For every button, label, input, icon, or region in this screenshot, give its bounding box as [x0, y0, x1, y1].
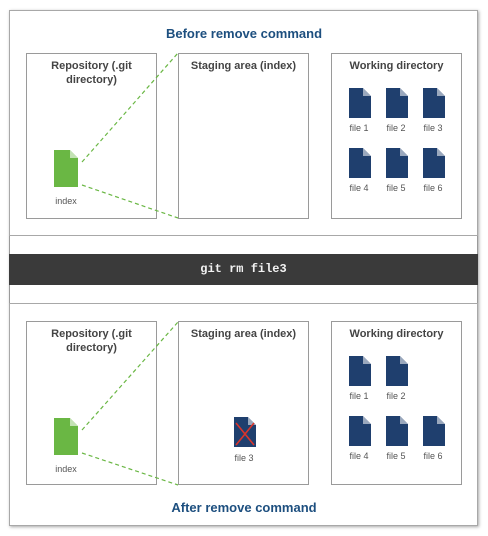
before-file-label: file 6 — [423, 183, 443, 193]
before-working-box: Working directory — [331, 53, 462, 219]
document-icon — [423, 148, 445, 178]
before-file-label: file 4 — [349, 183, 369, 193]
after-staging-box: Staging area (index) — [178, 321, 309, 485]
before-working-label: Working directory — [349, 60, 444, 72]
after-connector-top — [81, 321, 179, 431]
after-staging-file-label: file 3 — [234, 453, 254, 463]
after-file-label: file 4 — [349, 451, 369, 461]
after-staging-label: Staging area (index) — [190, 328, 297, 340]
before-file-label: file 2 — [386, 123, 406, 133]
document-icon — [386, 356, 408, 386]
before-staging-box: Staging area (index) — [178, 53, 309, 219]
after-title: After remove command — [171, 500, 317, 515]
command-bar: git rm file3 — [9, 254, 478, 285]
before-file-label: file 1 — [349, 123, 369, 133]
after-connector-bottom — [81, 452, 179, 486]
after-index-label: index — [55, 464, 77, 474]
before-file-label: file 3 — [423, 123, 443, 133]
before-staging-label: Staging area (index) — [190, 60, 297, 72]
before-connector-top — [81, 52, 179, 163]
document-icon — [423, 88, 445, 118]
document-icon — [349, 416, 371, 446]
document-icon — [349, 356, 371, 386]
after-working-label: Working directory — [349, 328, 444, 340]
after-repository-box: Repository (.git directory) — [26, 321, 157, 485]
before-index-label: index — [55, 196, 77, 206]
after-repository-label: Repository (.git directory) — [51, 328, 132, 354]
green-document-icon — [54, 418, 78, 455]
green-document-icon — [54, 150, 78, 187]
before-title: Before remove command — [165, 26, 323, 41]
document-icon — [423, 416, 445, 446]
before-repository-box: Repository (.git directory) — [26, 53, 157, 219]
after-file-label: file 6 — [423, 451, 443, 461]
after-file-label: file 5 — [386, 451, 406, 461]
removed-document-icon — [234, 417, 256, 447]
before-connector-bottom — [81, 184, 179, 219]
document-icon — [386, 416, 408, 446]
document-icon — [349, 88, 371, 118]
after-file-label: file 2 — [386, 391, 406, 401]
after-file-label: file 1 — [349, 391, 369, 401]
document-icon — [386, 88, 408, 118]
before-file-label: file 5 — [386, 183, 406, 193]
document-icon — [349, 148, 371, 178]
git-command: git rm file3 — [200, 262, 287, 276]
before-repository-label: Repository (.git directory) — [51, 60, 132, 86]
after-working-box: Working directory — [331, 321, 462, 485]
document-icon — [386, 148, 408, 178]
